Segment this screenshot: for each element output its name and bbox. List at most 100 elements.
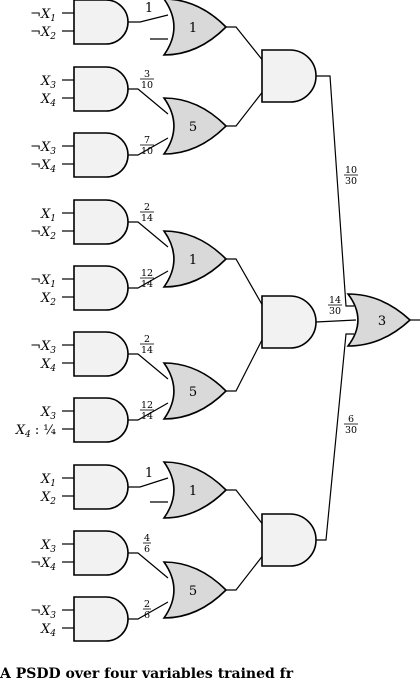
weight-or-2-0: 214 [140, 202, 154, 224]
or-gate-0 [162, 0, 228, 56]
weight-or-3-0-denominator: 14 [141, 345, 153, 356]
input-label-18: ¬X3 [30, 604, 56, 621]
wire-and-to-or-5-1 [128, 601, 169, 620]
input-label-4: ¬X3 [30, 140, 56, 157]
input-label-6: X1 [40, 207, 56, 224]
wire-or-to-mid-2-a [226, 489, 265, 527]
and-gate-input-9 [73, 596, 129, 642]
wire-mid-to-root-1 [315, 319, 357, 323]
weight-or-3-1-numerator: 12 [141, 400, 153, 411]
wire-or-to-mid-1-b [226, 335, 265, 392]
or-gate-root [346, 293, 412, 347]
wire-or-to-mid-0-a [226, 26, 265, 63]
or-gate-label-5: 5 [189, 584, 197, 599]
or-gate-label-4: 1 [189, 484, 197, 499]
input-label-3: X4 [40, 92, 56, 109]
weight-or-4-0: 1 [145, 466, 153, 481]
and-gate-input-5 [73, 331, 129, 377]
or-gate-4 [162, 461, 228, 519]
wire-and-to-or-3-0 [128, 353, 169, 380]
weight-or-2-1-denominator: 14 [141, 279, 153, 290]
weight-or-1-1-numerator: 7 [144, 135, 150, 146]
or-gate-root-label: 3 [378, 314, 386, 329]
and-gate-input-1 [73, 66, 129, 112]
and-gate-input-8 [73, 530, 129, 576]
weight-or-1-1: 710 [140, 135, 154, 157]
and-gate-input-4 [73, 265, 129, 311]
and-gate-mid-2 [261, 513, 317, 567]
weight-root-2-denominator: 30 [345, 425, 357, 436]
wire-and-to-or-4 [128, 477, 169, 488]
weight-or-5-1: 26 [143, 599, 151, 621]
wire-and-to-or-3-1 [128, 402, 169, 421]
wire-and-to-or-2-0 [128, 221, 169, 248]
weight-or-5-0-denominator: 6 [144, 544, 150, 555]
wire-and-to-or-1-0 [128, 88, 169, 115]
or-gate-5 [162, 561, 228, 619]
weight-or-2-1-numerator: 12 [141, 268, 153, 279]
and-gate-input-0 [73, 0, 129, 45]
weight-or-5-0: 46 [143, 533, 151, 555]
input-label-1: ¬X2 [30, 25, 56, 42]
input-label-0: ¬X1 [30, 7, 56, 24]
input-label-17: ¬X4 [30, 556, 56, 573]
weight-root-1-denominator: 30 [329, 306, 341, 317]
weight-or-3-0: 214 [140, 334, 154, 356]
input-label-7: ¬X2 [30, 225, 56, 242]
weight-or-1-0-denominator: 10 [141, 80, 153, 91]
and-gate-input-6 [73, 397, 129, 443]
weight-or-5-1-numerator: 2 [144, 599, 150, 610]
input-label-13: X4 : ¼ [15, 423, 57, 440]
weight-root-2-numerator: 6 [348, 414, 354, 425]
wire-or-to-mid-2-b [226, 553, 265, 591]
weight-or-5-1-denominator: 6 [144, 610, 150, 621]
input-label-2: X3 [40, 74, 56, 91]
weight-or-3-0-numerator: 2 [144, 334, 150, 345]
and-gate-mid-1 [261, 295, 317, 349]
or-gate-2 [162, 230, 228, 288]
or-gate-label-1: 5 [189, 120, 197, 135]
wire-and-to-or-5-0 [128, 552, 169, 579]
input-label-16: X3 [40, 538, 56, 555]
and-gate-input-3 [73, 199, 129, 245]
or-gate-label-3: 5 [189, 385, 197, 400]
input-label-10: ¬X3 [30, 339, 56, 356]
wire-or-to-mid-1-a [226, 258, 265, 309]
input-label-11: X4 [40, 357, 56, 374]
weight-root-1-numerator: 14 [329, 295, 341, 306]
wire-mid-to-root-2 [316, 333, 354, 541]
input-label-9: X2 [40, 291, 56, 308]
or-gate-1 [162, 97, 228, 155]
input-label-19: X4 [40, 622, 56, 639]
weight-or-1-0: 310 [140, 69, 154, 91]
input-label-14: X1 [40, 472, 56, 489]
wire-and-to-or-0 [128, 14, 169, 23]
weight-or-5-0-numerator: 4 [144, 533, 150, 544]
input-label-8: ¬X1 [30, 273, 56, 290]
or-gate-label-0: 1 [189, 21, 197, 36]
and-gate-mid-0 [261, 49, 317, 103]
weight-or-2-0-numerator: 2 [144, 202, 150, 213]
or-gate-label-2: 1 [189, 253, 197, 268]
weight-or-0-0: 1 [145, 1, 153, 16]
figure-caption: A PSDD over four variables trained fr [0, 666, 294, 682]
weight-or-3-1-denominator: 14 [141, 411, 153, 422]
or-gate-3 [162, 362, 228, 420]
weight-root-0-numerator: 10 [345, 165, 357, 176]
input-label-12: X3 [40, 405, 56, 422]
weight-or-1-1-denominator: 10 [141, 146, 153, 157]
wire-mid-to-root-0 [316, 75, 354, 307]
input-label-5: ¬X4 [30, 158, 56, 175]
weight-or-1-0-numerator: 3 [144, 69, 150, 80]
wire-or-to-mid-0-b [226, 89, 265, 127]
and-gate-input-2 [73, 132, 129, 178]
wire-and-to-or-1-1 [128, 137, 169, 156]
wire-and-to-or-2-1 [128, 270, 169, 289]
weight-root-0-denominator: 30 [345, 176, 357, 187]
weight-or-2-0-denominator: 14 [141, 213, 153, 224]
